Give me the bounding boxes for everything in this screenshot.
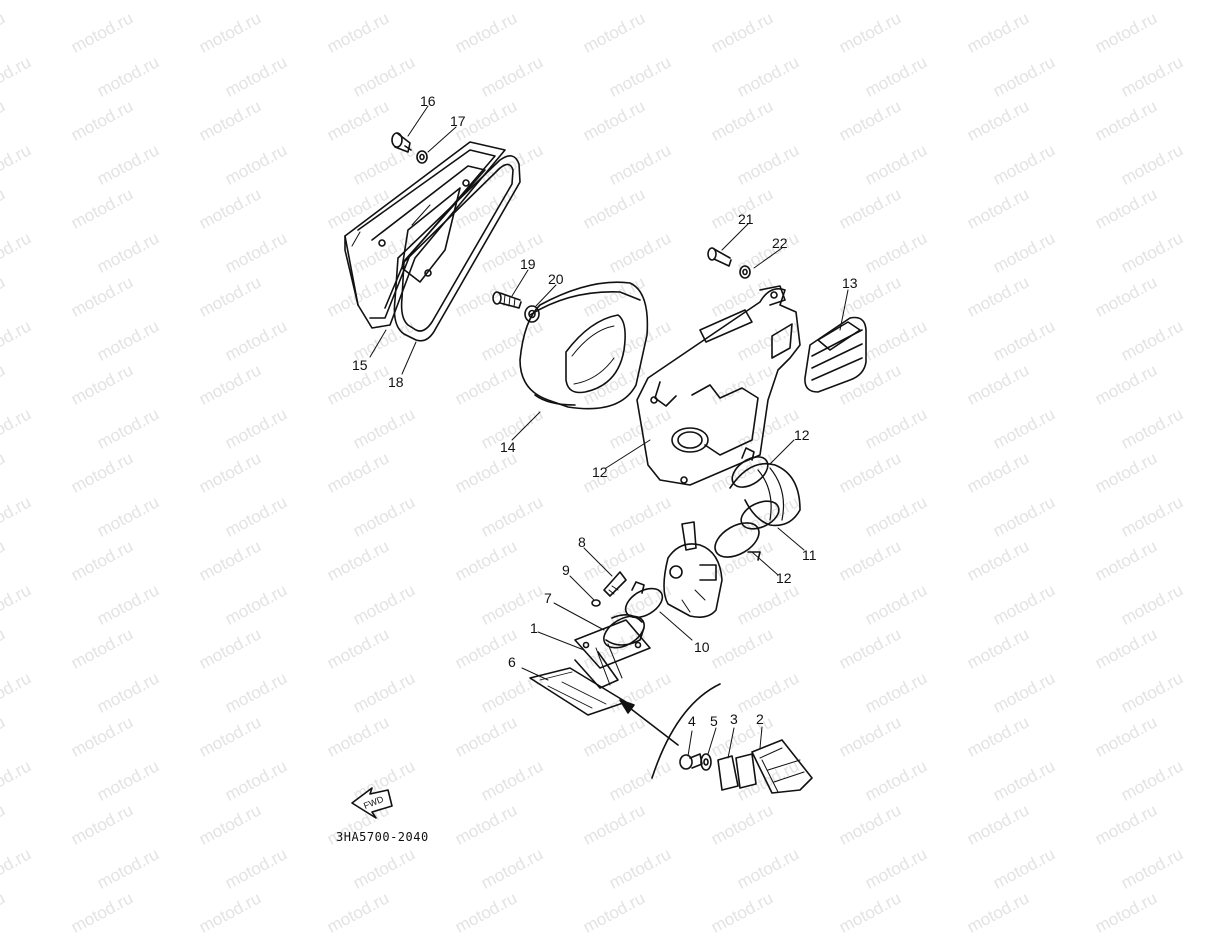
part-21-washer — [524, 305, 540, 323]
part-4-screw — [679, 753, 703, 770]
callout-2: 2 — [756, 711, 764, 727]
callout-13: 12 — [592, 464, 608, 480]
leader-lines — [369, 105, 849, 759]
part-7-joint — [603, 614, 645, 649]
callout-22: 21 — [738, 211, 754, 227]
exploded-view: FWD — [344, 105, 867, 819]
part-13-filter-case — [636, 285, 801, 486]
part-3-reed-stopper — [717, 753, 757, 791]
part-20-bolt — [492, 291, 522, 309]
part-12-clamp-upper — [731, 447, 769, 488]
part-14-cap — [804, 316, 867, 393]
part-22-bolt — [707, 247, 732, 267]
part-19-gasket — [393, 155, 521, 342]
callout-23: 22 — [772, 235, 788, 251]
callout-1: 1 — [530, 620, 538, 636]
part-15-filter-element — [519, 281, 649, 410]
part-12-clamp-lower — [714, 522, 761, 561]
part-10-clamp — [624, 581, 664, 619]
part-2-reed — [751, 739, 813, 794]
callout-9: 9 — [562, 562, 570, 578]
part-19-gasket-inner — [400, 163, 514, 332]
diagram-code: 3HA5700-2040 — [336, 830, 429, 844]
part-1-reed-valve-body — [574, 619, 651, 689]
callout-15: 14 — [500, 439, 516, 455]
part-9-washer — [591, 599, 601, 607]
callout-4: 4 — [688, 713, 696, 729]
callout-7: 7 — [544, 590, 552, 606]
callout-16: 15 — [352, 357, 368, 373]
callout-14: 13 — [842, 275, 858, 291]
callout-12-lower: 12 — [776, 570, 792, 586]
part-23-washer — [739, 265, 751, 279]
part-11-joint — [729, 463, 801, 530]
callout-3: 3 — [730, 711, 738, 727]
callout-18: 17 — [450, 113, 466, 129]
callout-8: 8 — [578, 534, 586, 550]
callout-21: 20 — [548, 271, 564, 287]
part-16-filter-case-cover — [344, 141, 506, 329]
part-6-gasket — [529, 667, 627, 716]
part-8-bolt — [603, 571, 627, 597]
carburetor — [663, 521, 723, 618]
callout-17: 16 — [420, 93, 436, 109]
part-5-washer — [700, 753, 712, 771]
callout-19: 18 — [388, 374, 404, 390]
callout-12-upper: 12 — [794, 427, 810, 443]
callout-20: 19 — [520, 256, 536, 272]
fwd-arrow-icon: FWD — [351, 787, 393, 819]
callout-11: 11 — [802, 547, 817, 563]
part-18-washer — [416, 150, 428, 164]
callout-5: 5 — [710, 713, 718, 729]
part-17-screw — [391, 132, 412, 153]
callout-6: 6 — [508, 654, 516, 670]
callout-10: 10 — [694, 639, 710, 655]
group-bracket — [651, 683, 721, 779]
